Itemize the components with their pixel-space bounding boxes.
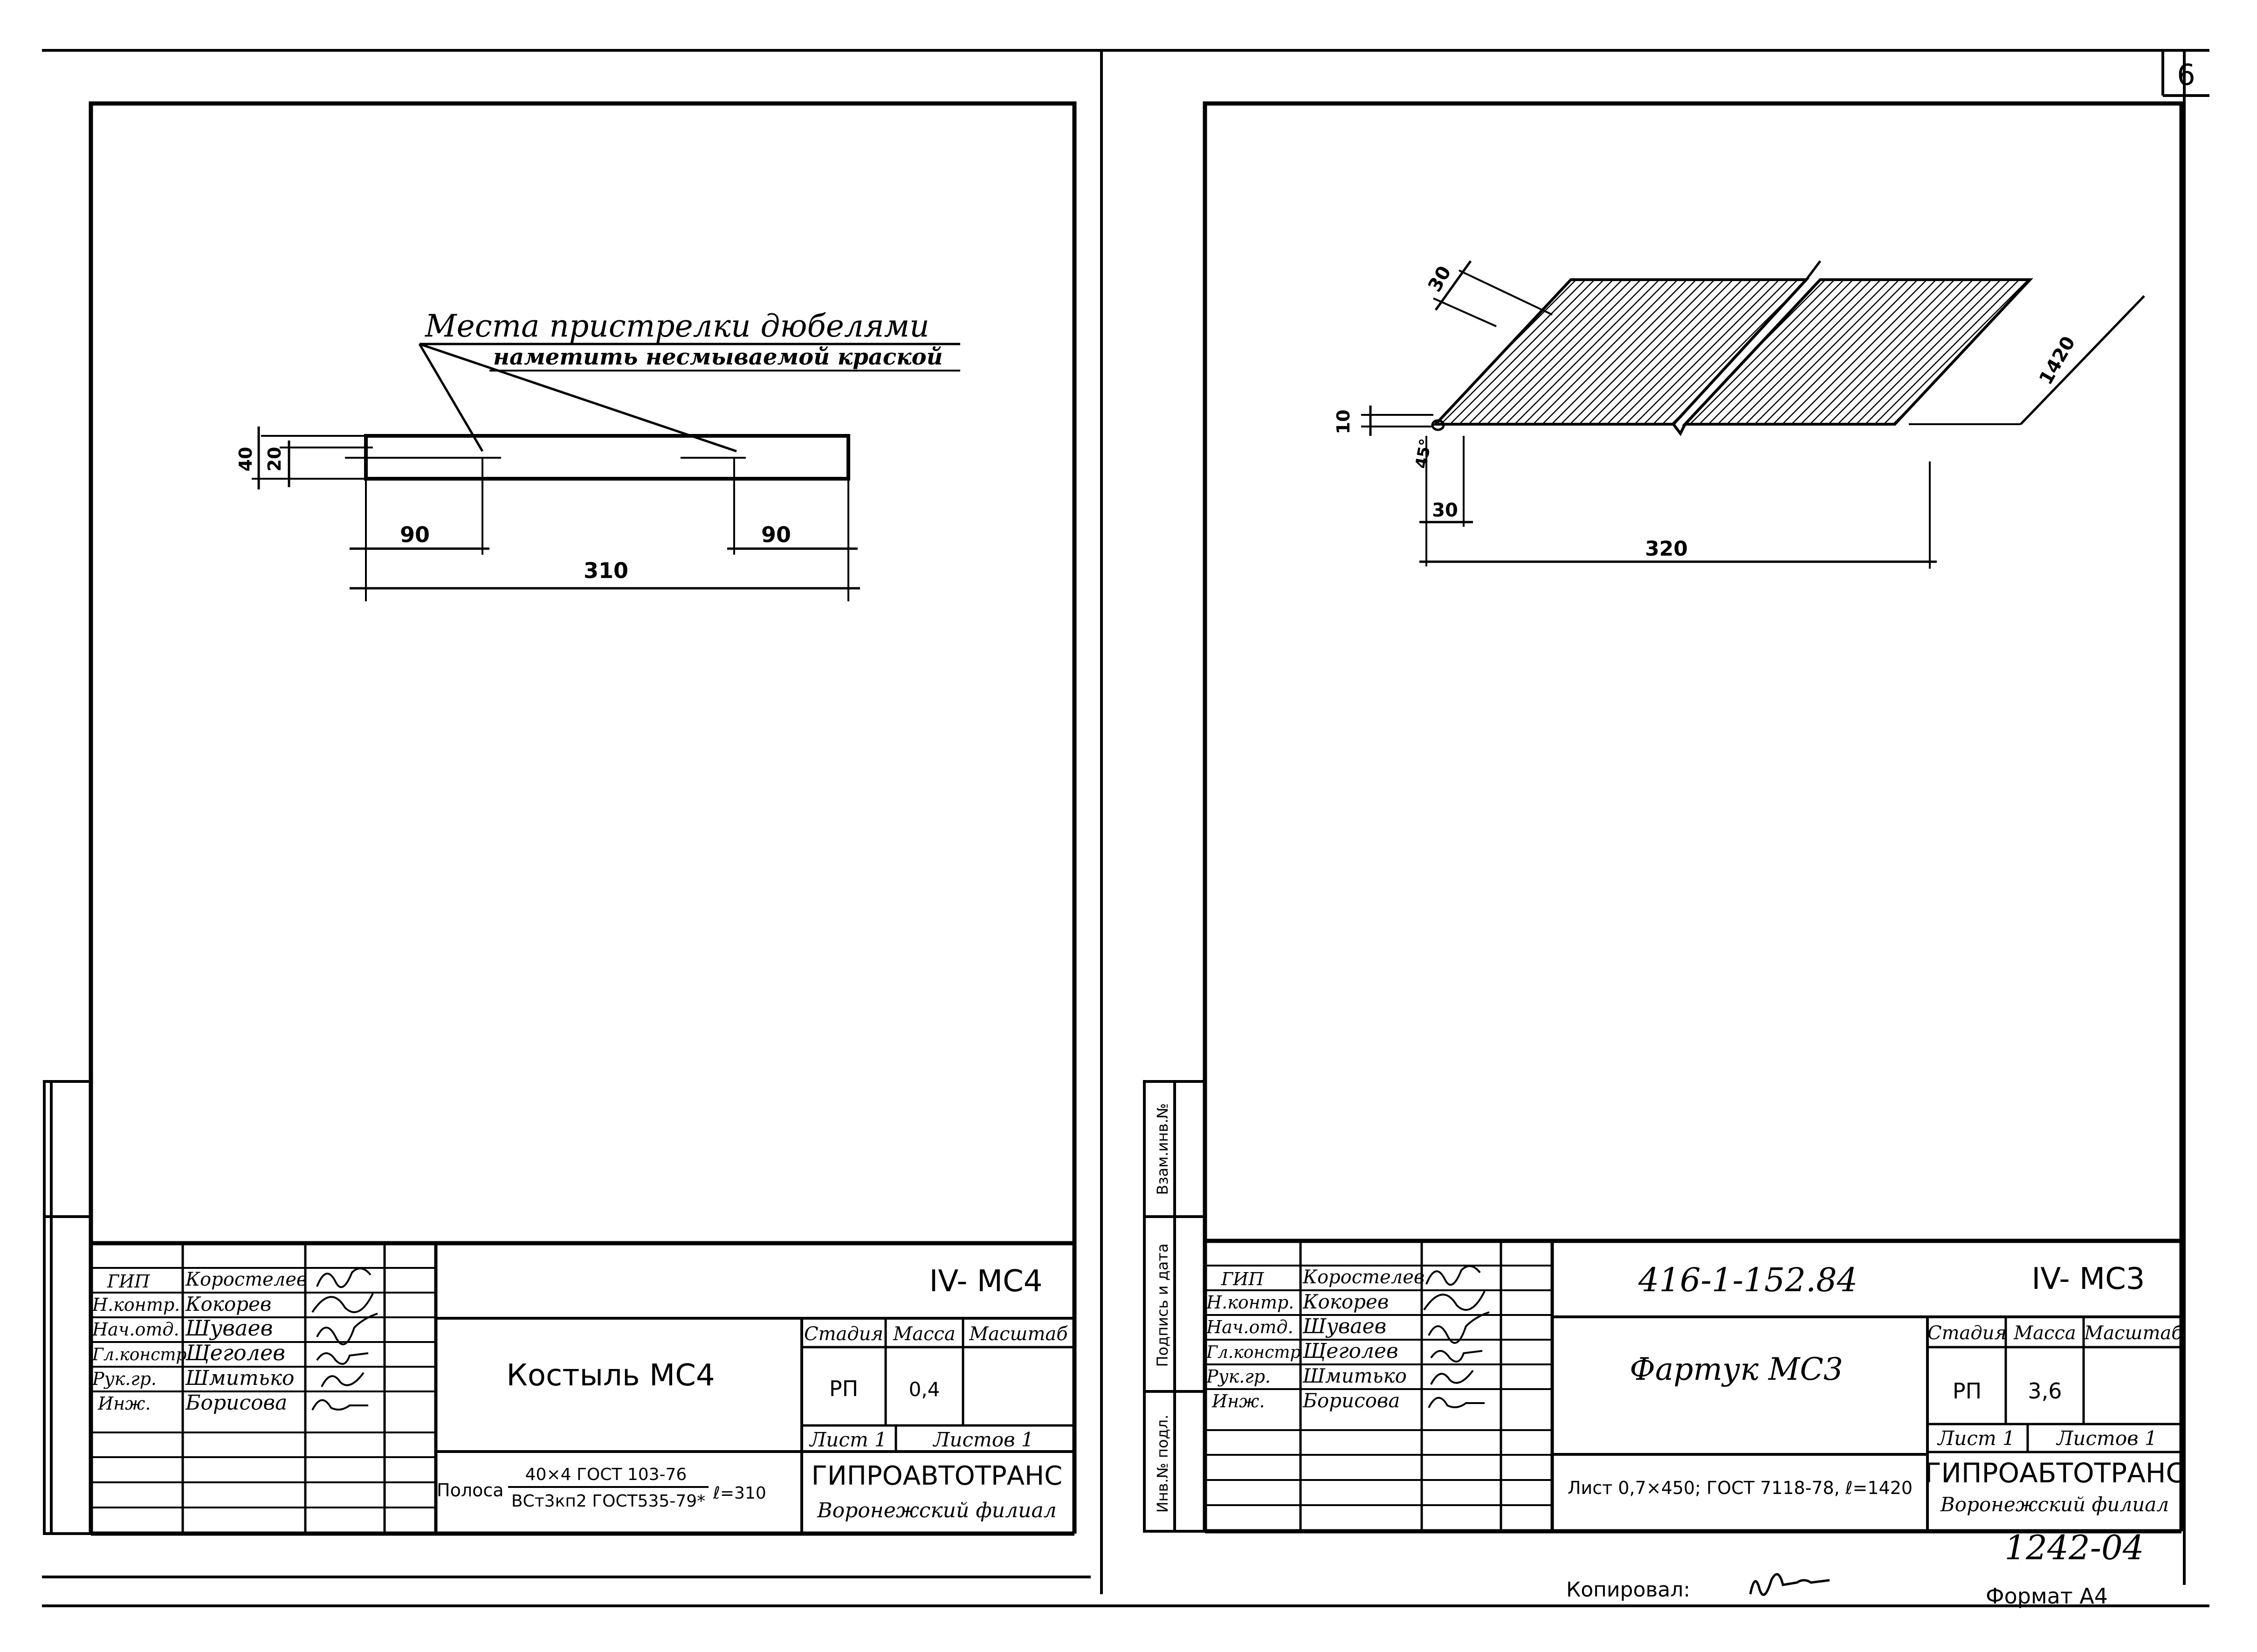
doc-code: 416-1-152.84	[1638, 1261, 1858, 1299]
right-inner-frame	[1203, 101, 2184, 1243]
stage-value: РП	[829, 1376, 858, 1401]
mass-label: Масса	[893, 1323, 955, 1345]
stamp-inv-no: Инв.№ подл.	[1154, 1415, 1171, 1513]
r-name-5: Борисова	[1302, 1389, 1400, 1412]
r-material: Лист 0,7×450; ГОСТ 7118-78, ℓ=1420	[1568, 1478, 1913, 1498]
dim-20: 20	[264, 447, 285, 472]
dim-310: 310	[584, 558, 628, 583]
material-length: ℓ=310	[713, 1484, 766, 1503]
scale-label: Масштаб	[969, 1323, 1068, 1345]
apron-drawing	[1431, 260, 2033, 436]
angle-45: 45°	[1412, 437, 1436, 470]
right-title-block	[1205, 1239, 2181, 1534]
r-mass-label: Масса	[2013, 1322, 2076, 1344]
r-sheets-label: Листов 1	[2056, 1427, 2157, 1450]
dim-40: 40	[235, 447, 256, 472]
role-nachotd: Нач.отд.	[92, 1319, 179, 1340]
role-gip: ГИП	[107, 1271, 150, 1292]
name-1: Кокорев	[185, 1293, 271, 1315]
dim-90-right: 90	[761, 522, 791, 547]
r-name-1: Кокорев	[1302, 1290, 1389, 1313]
mass-value: 0,4	[909, 1378, 940, 1401]
sheets-label: Листов 1	[932, 1428, 1033, 1451]
right-sheet: Инв.№ подл. Подпись и дата Взам.инв.№	[1143, 101, 2185, 1534]
right-signatures-table: ГИП Н.контр. Нач.отд. Гл.констр Рук.гр. …	[1206, 1265, 1490, 1412]
sheet-label: Лист 1	[809, 1428, 887, 1451]
r-item-name: Фартук МС3	[1630, 1351, 1843, 1387]
material-prefix: Полоса	[437, 1480, 504, 1501]
apron-dimensions	[1361, 260, 2145, 569]
stamp-sign-date: Подпись и дата	[1154, 1243, 1171, 1367]
dim-1420: 1420	[2035, 333, 2080, 388]
part-strip-drawing	[252, 343, 960, 601]
material-bottom: ВСт3кп2 ГОСТ535-79*	[511, 1492, 705, 1511]
left-title-block	[91, 1241, 1074, 1536]
left-signatures-table: ГИП Н.контр. Нач.отд. Гл.констр Рук.гр. …	[92, 1267, 378, 1415]
copier-signature	[1749, 1573, 1830, 1596]
left-inner-frame	[89, 101, 1077, 1246]
handwritten-signatures	[311, 1267, 378, 1411]
r-name-2: Шуваев	[1302, 1315, 1386, 1338]
r-mass-value: 3,6	[2028, 1378, 2062, 1404]
page-number: 6	[2177, 58, 2195, 92]
name-3: Щеголев	[185, 1340, 285, 1365]
copied-label: Копировал:	[1566, 1578, 1690, 1602]
r-handwritten-signatures	[1423, 1265, 1490, 1408]
dim-10: 10	[1333, 410, 1354, 434]
r-role-rukgr: Рук.гр.	[1206, 1366, 1271, 1387]
role-glkonstr: Гл.констр	[92, 1345, 186, 1364]
name-0: Коростелев	[185, 1269, 307, 1290]
name-4: Шмитько	[185, 1366, 294, 1390]
left-sheet: Места пристрелки дюбелями наметить несмы…	[43, 101, 1077, 1536]
side-stamp	[1143, 1080, 1206, 1533]
r-designation: IV- МС3	[2032, 1262, 2145, 1296]
branch-name: Воронежский филиал	[817, 1499, 1056, 1522]
r-role-nkontr: Н.контр.	[1206, 1292, 1294, 1313]
r-name-0: Коростелев	[1302, 1267, 1424, 1288]
annotation-line-2: наметить несмываемой краской	[493, 344, 943, 370]
role-inzh: Инж.	[97, 1393, 151, 1414]
annotation-line-1: Места пристрелки дюбелями	[425, 308, 929, 344]
r-branch-name: Воронежский филиал	[1940, 1493, 2169, 1516]
r-scale-label: Масштаб	[2084, 1322, 2183, 1344]
stage-label: Стадия	[804, 1323, 883, 1345]
stamp-replaced: Взам.инв.№	[1154, 1103, 1171, 1195]
item-name: Костыль МС4	[506, 1358, 715, 1393]
frame-lines	[42, 49, 2209, 1607]
r-role-nachotd: Нач.отд.	[1206, 1317, 1294, 1337]
r-role-glkonstr: Гл.констр	[1206, 1343, 1301, 1362]
dim-320: 320	[1645, 537, 1688, 561]
r-name-3: Щеголев	[1302, 1339, 1398, 1363]
r-role-gip: ГИП	[1221, 1269, 1264, 1289]
r-name-4: Шмитько	[1302, 1364, 1407, 1387]
designation: IV- МС4	[929, 1264, 1043, 1299]
role-rukgr: Рук.гр.	[92, 1369, 157, 1389]
org-name: ГИПРОАВТОТРАНС	[812, 1461, 1063, 1491]
name-2: Шуваев	[185, 1315, 273, 1341]
archive-number: 1242-04	[2004, 1528, 2144, 1567]
r-sheet-label: Лист 1	[1937, 1427, 2015, 1450]
dim-30-bottom: 30	[1432, 500, 1458, 521]
r-stage-value: РП	[1953, 1378, 1982, 1404]
role-nkontr: Н.контр.	[92, 1294, 180, 1315]
format-label: Формат А4	[1986, 1583, 2108, 1609]
material-top: 40×4 ГОСТ 103-76	[525, 1465, 687, 1484]
r-org-name: ГИПРОАБТОТРАНС	[1925, 1457, 2185, 1489]
r-stage-label: Стадия	[1927, 1322, 2007, 1344]
r-role-inzh: Инж.	[1211, 1391, 1265, 1411]
dim-90-left: 90	[400, 522, 430, 547]
name-5: Борисова	[185, 1391, 287, 1415]
footer: 1242-04 Копировал: Формат А4	[1566, 1528, 2144, 1609]
